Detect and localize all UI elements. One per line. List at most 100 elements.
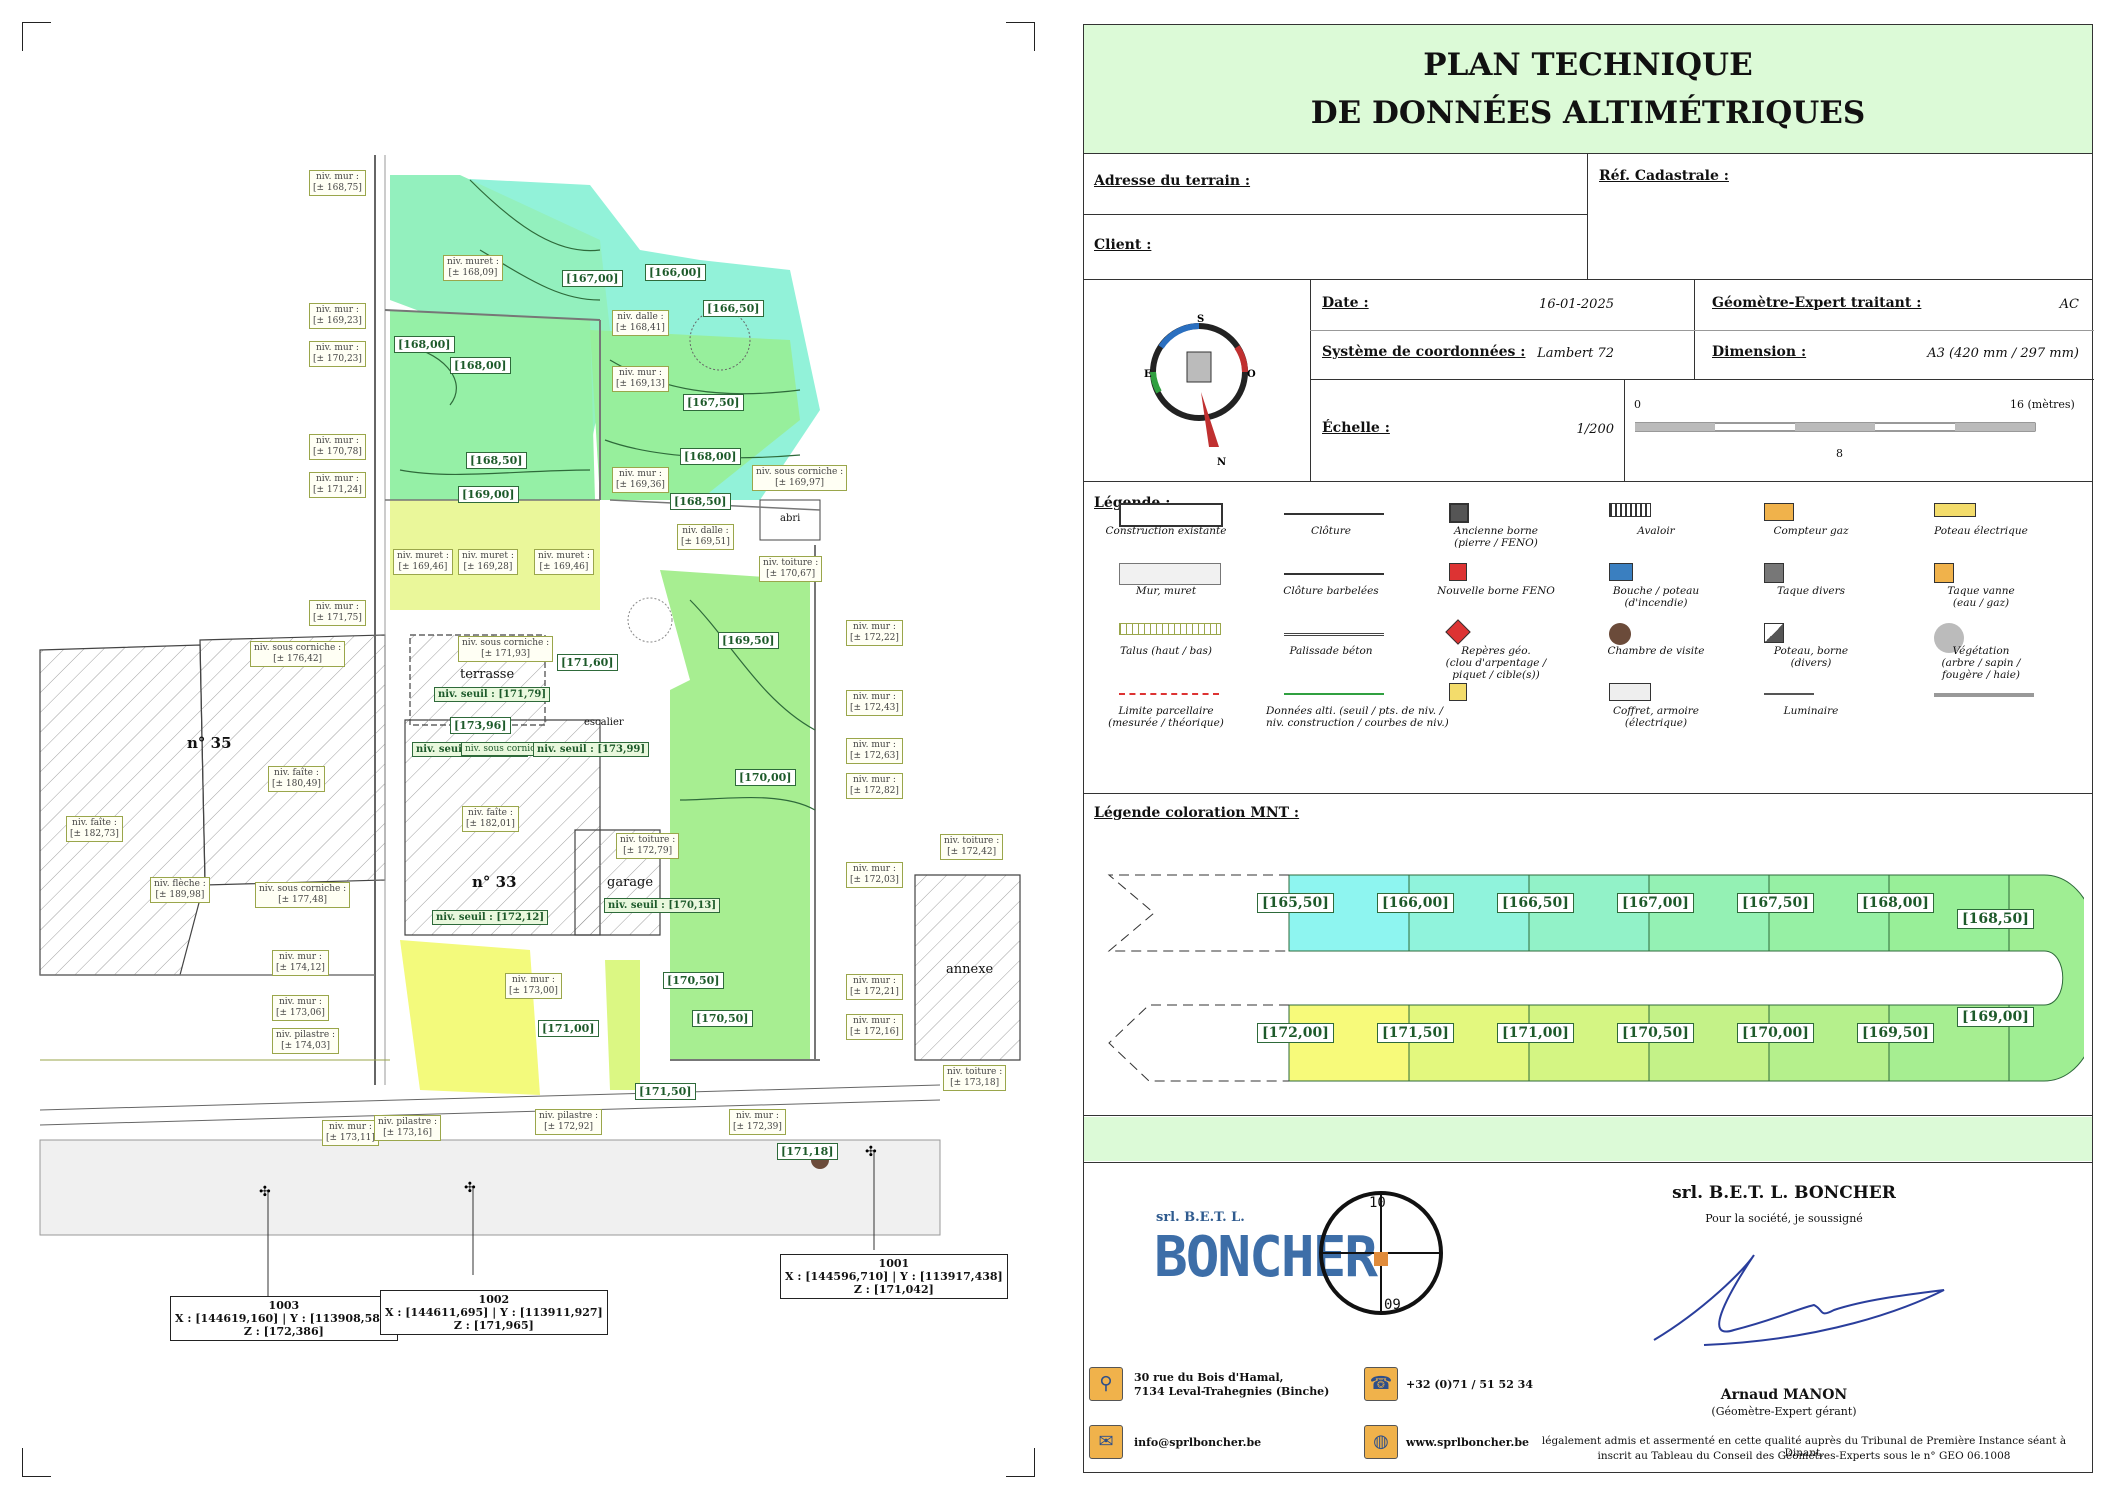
mnt-color-swatch bbox=[1768, 874, 1890, 952]
level-label: niv. faîte : [± 182,01] bbox=[462, 806, 519, 832]
legend-item-label: Luminaire bbox=[1783, 705, 1839, 717]
geometre-value: AC bbox=[2059, 297, 2079, 312]
scale-start: 0 bbox=[1634, 398, 1641, 411]
height-marker: [166,50] bbox=[703, 300, 764, 317]
legend-item-label: Données alti. (seuil / pts. de niv. / ni… bbox=[1266, 705, 1449, 729]
level-label: niv. mur : [± 172,39] bbox=[729, 1109, 786, 1135]
legend-item-label: Chambre de visite bbox=[1607, 645, 1705, 657]
company-logo: BONCHER bbox=[1154, 1225, 1378, 1290]
mnt-level-label: [171,00] bbox=[1497, 1023, 1574, 1043]
legend-item-label: Taque divers bbox=[1776, 585, 1846, 597]
level-label: niv. mur : [± 174,12] bbox=[272, 950, 329, 976]
dimension-value: A3 (420 mm / 297 mm) bbox=[1927, 346, 2079, 361]
mnt-continuation-arrow bbox=[1107, 874, 1289, 952]
email-link[interactable]: info@sprlboncher.be bbox=[1134, 1436, 1262, 1449]
height-marker: [170,50] bbox=[692, 1010, 753, 1027]
level-label: niv. mur : [± 172,03] bbox=[846, 862, 903, 888]
mnt-color-swatch bbox=[1408, 1004, 1530, 1082]
phone-icon: ☎ bbox=[1364, 1367, 1398, 1401]
survey-point-1003: 1003 X : [144619,160] | Y : [113908,586]… bbox=[170, 1296, 398, 1341]
logo-number-top: 10 bbox=[1369, 1195, 1386, 1211]
legend-symbol-icon bbox=[1119, 503, 1223, 527]
compass-icon: S O E N bbox=[1144, 314, 1256, 468]
legend-symbol-icon bbox=[1119, 693, 1219, 695]
survey-point-1001: 1001 X : [144596,710] | Y : [113917,438]… bbox=[780, 1254, 1008, 1299]
frame-corner-tl bbox=[22, 22, 51, 51]
mnt-level-label: [167,50] bbox=[1737, 893, 1814, 913]
height-marker: [173,96] bbox=[450, 717, 511, 734]
frame-corner-bl bbox=[22, 1448, 51, 1477]
client-label: Client : bbox=[1094, 237, 1152, 253]
level-label: niv. mur : [± 169,23] bbox=[309, 303, 366, 329]
legend-symbol-icon bbox=[1284, 693, 1384, 695]
mnt-level-label: [166,50] bbox=[1497, 893, 1574, 913]
signer-name: Arnaud MANON bbox=[1720, 1387, 1848, 1403]
mnt-color-swatch bbox=[1768, 1004, 1890, 1082]
mnt-level-label: [166,00] bbox=[1377, 893, 1454, 913]
mnt-color-swatch bbox=[1648, 874, 1770, 952]
level-label: niv. mur : [± 173,06] bbox=[272, 995, 329, 1021]
svg-text:E: E bbox=[1144, 369, 1152, 380]
escalier-label: escalier bbox=[584, 717, 624, 728]
height-marker: [170,50] bbox=[663, 972, 724, 989]
mnt-level-label: [168,00] bbox=[1857, 893, 1934, 913]
mnt-level-label: [170,00] bbox=[1737, 1023, 1814, 1043]
legend-item-label: Repères géo. (clou d'arpentage / piquet … bbox=[1445, 645, 1547, 681]
mnt-level-label: [165,50] bbox=[1257, 893, 1334, 913]
legend-item-label: Avaloir bbox=[1637, 525, 1675, 537]
legend-item-label: Ancienne borne (pierre / FENO) bbox=[1454, 525, 1538, 549]
seuil-label: niv. seuil : [170,13] bbox=[604, 898, 721, 913]
legend-symbol-icon bbox=[1764, 693, 1814, 695]
plan-title-line1: PLAN TECHNIQUE bbox=[1423, 47, 1753, 83]
level-label: niv. mur : [± 172,43] bbox=[846, 690, 903, 716]
house-35-label: n° 35 bbox=[187, 734, 232, 752]
house-33-label: n° 33 bbox=[472, 873, 517, 891]
level-label: niv. toiture : [± 173,18] bbox=[943, 1065, 1007, 1091]
phone-number[interactable]: +32 (0)71 / 51 52 34 bbox=[1406, 1378, 1533, 1391]
height-marker: [169,50] bbox=[718, 632, 779, 649]
legend-symbol-icon bbox=[1934, 563, 1954, 583]
mnt-legend-title: Légende coloration MNT : bbox=[1094, 805, 1300, 821]
legend-item-label: Nouvelle borne FENO bbox=[1437, 585, 1555, 597]
legend-symbol-icon bbox=[1934, 693, 2034, 697]
level-label: niv. mur : [± 171,24] bbox=[309, 472, 366, 498]
web-link[interactable]: www.sprlboncher.be bbox=[1406, 1436, 1530, 1449]
legend-symbol-icon bbox=[1445, 619, 1471, 645]
mnt-turn-band bbox=[2008, 874, 2084, 1082]
title-band bbox=[1084, 25, 2092, 153]
legend-item-label: Palissade béton bbox=[1289, 645, 1373, 657]
echelle-label: Échelle : bbox=[1322, 420, 1390, 436]
level-label: niv. mur : [± 172,21] bbox=[846, 974, 903, 1000]
level-label: niv. toiture : [± 170,67] bbox=[759, 556, 823, 582]
level-label: niv. mur : [± 171,75] bbox=[309, 600, 366, 626]
seuil-label: niv. seuil : [171,79] bbox=[434, 687, 551, 702]
logo-crosshair-icon bbox=[1319, 1191, 1443, 1315]
level-label: niv. pilastre : [± 172,92] bbox=[535, 1109, 603, 1135]
address-line-2: 7134 Leval-Trahegnies (Binche) bbox=[1134, 1385, 1330, 1398]
height-marker: [171,50] bbox=[635, 1083, 696, 1100]
height-marker: [168,00] bbox=[450, 357, 511, 374]
legend-symbol-icon bbox=[1764, 623, 1784, 643]
legend-item-label: Végétation (arbre / sapin / fougère / ha… bbox=[1941, 645, 2021, 681]
scale-bar bbox=[1635, 422, 2036, 432]
legend-item-label: Poteau, borne (divers) bbox=[1773, 645, 1849, 669]
mnt-level-label: [171,50] bbox=[1377, 1023, 1454, 1043]
legend-symbol-icon bbox=[1119, 623, 1221, 635]
scale-end: 16 (mètres) bbox=[2010, 398, 2075, 411]
mnt-color-swatch bbox=[1528, 874, 1650, 952]
level-label: niv. sous corniche : [± 176,42] bbox=[250, 641, 346, 667]
email-icon: ✉ bbox=[1089, 1425, 1123, 1459]
level-label: niv. pilastre : [± 174,03] bbox=[272, 1028, 340, 1054]
level-label: niv. mur : [± 172,63] bbox=[846, 738, 903, 764]
level-label: niv. muret : [± 168,09] bbox=[443, 255, 503, 281]
survey-point-1002: 1002 X : [144611,695] | Y : [113911,927]… bbox=[380, 1290, 608, 1335]
legend-item-label: Talus (haut / bas) bbox=[1119, 645, 1213, 657]
mnt-level-label: [169,50] bbox=[1857, 1023, 1934, 1043]
legend-symbol-icon bbox=[1934, 503, 1976, 517]
abri-label: abri bbox=[780, 513, 801, 524]
svg-text:N: N bbox=[1217, 457, 1226, 468]
legend-symbol-icon bbox=[1609, 563, 1633, 581]
legend-symbol-icon bbox=[1764, 503, 1794, 521]
height-marker: [169,00] bbox=[458, 486, 519, 503]
legal-text-1: légalement admis et assermenté en cette … bbox=[1541, 1435, 2067, 1459]
